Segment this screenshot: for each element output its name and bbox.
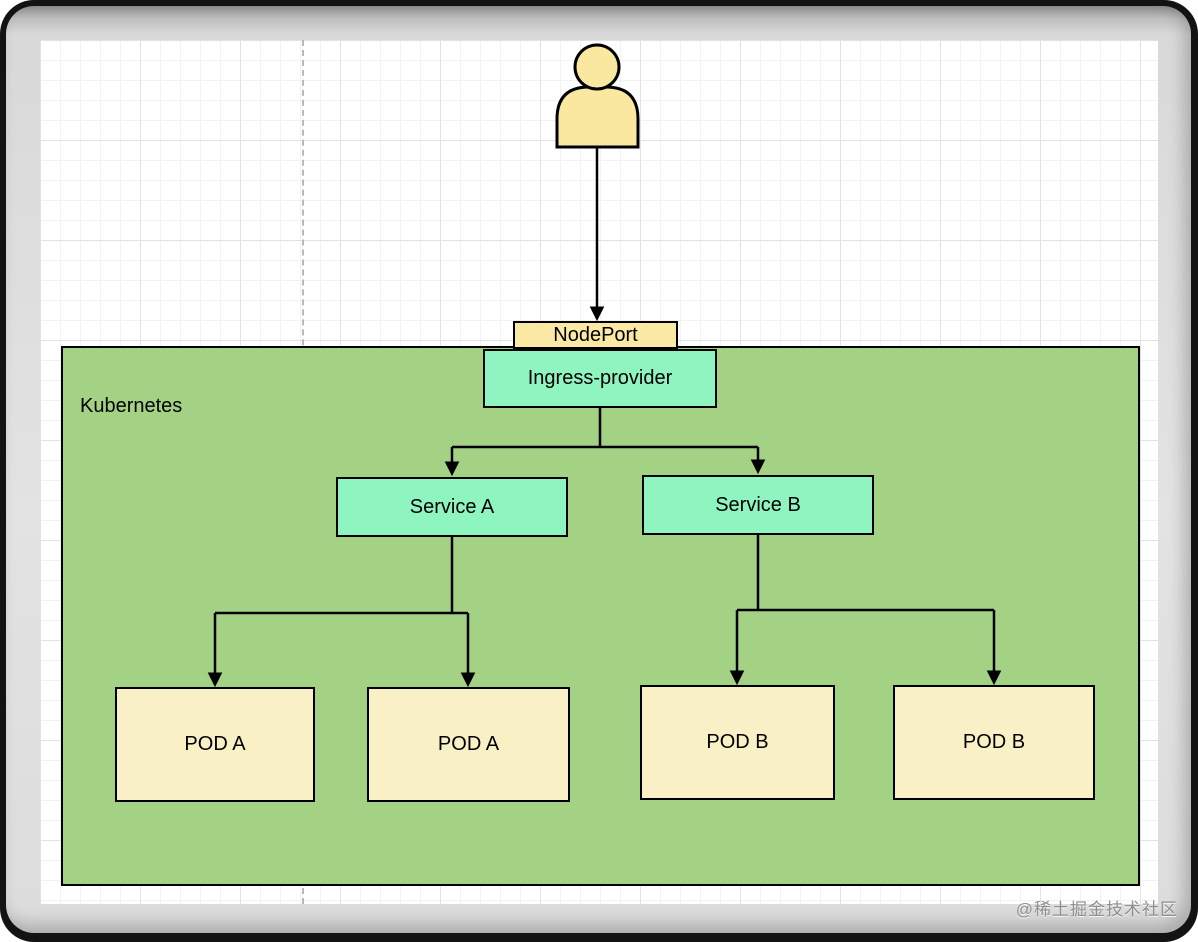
watermark: @稀土掘金技术社区 <box>1015 900 1178 919</box>
arrow-user-to-nodeport <box>589 147 605 322</box>
node-pod-a-2-label: POD A <box>437 733 500 755</box>
node-nodeport-label: NodePort <box>553 323 638 346</box>
node-service-b-label: Service B <box>715 493 801 516</box>
node-service-a: Service A <box>336 477 568 537</box>
node-ingress-label: Ingress-provider <box>527 367 673 389</box>
arrow-service-b-to-pods <box>729 535 1002 686</box>
connectors-layer <box>207 43 1002 688</box>
node-service-b: Service B <box>642 475 874 535</box>
node-nodeport: NodePort <box>513 321 678 349</box>
kubernetes-label: Kubernetes <box>80 395 183 417</box>
node-pod-b-1-label: POD B <box>706 731 769 753</box>
node-service-a-label: Service A <box>409 495 495 518</box>
node-pod-b-2: POD B <box>893 685 1095 800</box>
user-icon <box>555 43 640 149</box>
node-pod-a-1-label: POD A <box>184 733 246 755</box>
arrow-ingress-to-services <box>444 408 766 477</box>
diagram-canvas: Kubernetes <box>40 40 1158 904</box>
node-pod-b-2-label: POD B <box>962 731 1026 753</box>
node-ingress-provider: Ingress-provider <box>483 349 717 408</box>
node-pod-b-1: POD B <box>640 685 835 800</box>
node-pod-a-2: POD A <box>367 687 570 802</box>
arrow-service-a-to-pods <box>207 537 476 688</box>
node-pod-a-1: POD A <box>115 687 315 802</box>
